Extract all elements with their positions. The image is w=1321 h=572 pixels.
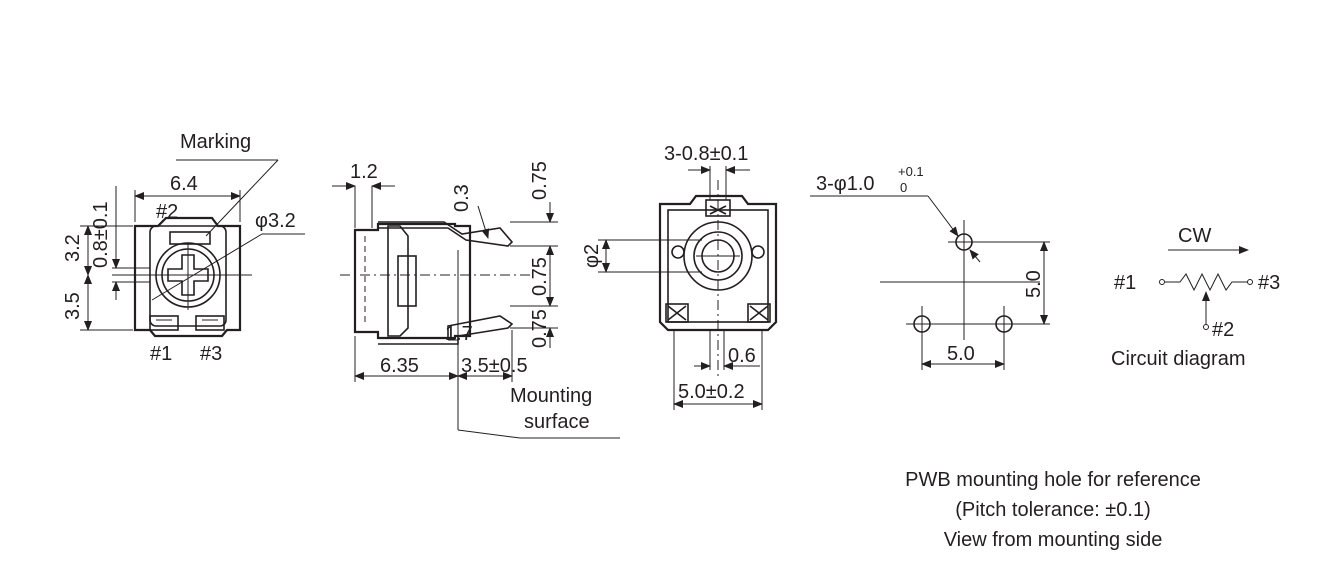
front-inner-frame [149,225,227,327]
pwb-hole-tol-lower: 0 [900,180,907,195]
pwb-dim-v-label: 5.0 [1023,270,1045,298]
cw-label: CW [1178,225,1211,247]
dim-075-mid-label: 0.75 [529,257,551,296]
terminal-1 [1159,279,1165,285]
marking-tab [169,231,211,245]
circuit-diagram: CW #1 #3 #2 Circuit diagram [1111,225,1280,370]
dim-075-top-label: 0.75 [529,161,551,200]
pin2-label: #2 [156,201,178,223]
side-body-outline [353,222,472,340]
front-view: Marking 6.4 #2 φ3.2 3.2 0.8±0.1 3.5 #1 #… [62,131,305,365]
dia-3-2-label: φ3.2 [255,210,296,232]
back-view: 3-0.8±0.1 φ2 0.6 5.0±0.2 [581,143,778,410]
back-small-hole-right [751,245,765,259]
side-inner-body [387,225,409,337]
dia-leader-line [151,233,263,301]
back-pin-right-mark [749,305,769,321]
dim-0-3-arrow [477,205,490,239]
circuit-pin3-label: #3 [1258,272,1280,294]
dim-0-8-label: 0.8±0.1 [90,201,112,268]
dim-50-label: 5.0±0.2 [678,381,745,403]
dim-6-4-label: 6.4 [170,173,198,195]
pwb-hole-layout: 3-φ1.0 +0.1 0 5.0 5.0 [810,164,1050,370]
dim-6-35-label: 6.35 [380,355,419,377]
back-pin-right [747,303,771,323]
resistor-zigzag [1165,272,1247,292]
pin3-label: #3 [200,343,222,365]
pwb-hole-label: 3-φ1.0 [816,173,875,195]
dim-top-label: 3-0.8±0.1 [664,143,748,165]
back-pin-left-mark [667,305,687,321]
cross-slot [167,254,209,296]
pwb-leader [927,195,959,237]
pwb-caption: PWB mounting hole for reference (Pitch t… [905,469,1201,551]
pin3-pad [195,315,225,331]
pin1-label: #1 [150,343,172,365]
circuit-pin2-label: #2 [1212,319,1234,341]
pwb-caption-line-1: PWB mounting hole for reference [905,469,1201,491]
dim-06-label: 0.6 [728,345,756,367]
dim-1-7-label: 1.7 [445,323,473,345]
marking-leader [205,159,279,237]
pwb-caption-line-2: (Pitch tolerance: ±0.1) [955,499,1151,521]
pin1-pad [149,315,179,331]
back-small-hole-left [671,245,685,259]
pwb-caption-line-3: View from mounting side [944,529,1163,551]
marking-label: Marking [180,131,251,153]
mounting-leader-a [457,429,521,439]
mounting-label-2: surface [524,411,590,433]
terminal-2 [1203,324,1209,330]
circuit-caption: Circuit diagram [1111,348,1245,370]
dim-3-5-label: 3.5 [62,292,84,320]
dim-d2-label: φ2 [581,244,603,268]
mounting-label-1: Mounting [510,385,592,407]
dim-1-2-label: 1.2 [350,161,378,183]
back-pin-left [665,303,689,323]
side-slot [397,255,417,307]
dim-3-2-label: 3.2 [62,234,84,262]
side-view: 1.2 0.3 0.75 0.75 0.75 1.7 6.35 3.5±0.5 … [332,161,620,439]
dim-0-3-label: 0.3 [451,184,473,212]
pwb-leader-2 [969,249,981,263]
terminal-3 [1247,279,1253,285]
pwb-hole-tol-upper: +0.1 [898,164,924,179]
circuit-pin1-label: #1 [1114,272,1136,294]
dim-3-5-label: 3.5±0.5 [461,355,528,377]
dim-075-bot-label: 0.75 [529,309,551,348]
upper-terminal [378,221,514,247]
pwb-dim-h-label: 5.0 [947,343,975,365]
